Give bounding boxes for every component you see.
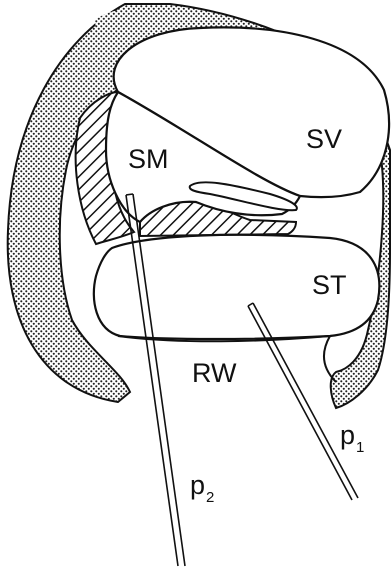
- svg-text:2: 2: [206, 489, 214, 506]
- svg-text:p: p: [190, 470, 205, 500]
- label-p1: p 1: [340, 420, 364, 456]
- label-st: ST: [312, 270, 347, 300]
- label-rw: RW: [192, 358, 237, 388]
- svg-text:1: 1: [356, 439, 364, 456]
- label-sm: SM: [128, 144, 169, 174]
- label-p2: p 2: [190, 470, 214, 506]
- label-sv: SV: [306, 124, 342, 154]
- svg-text:p: p: [340, 420, 355, 450]
